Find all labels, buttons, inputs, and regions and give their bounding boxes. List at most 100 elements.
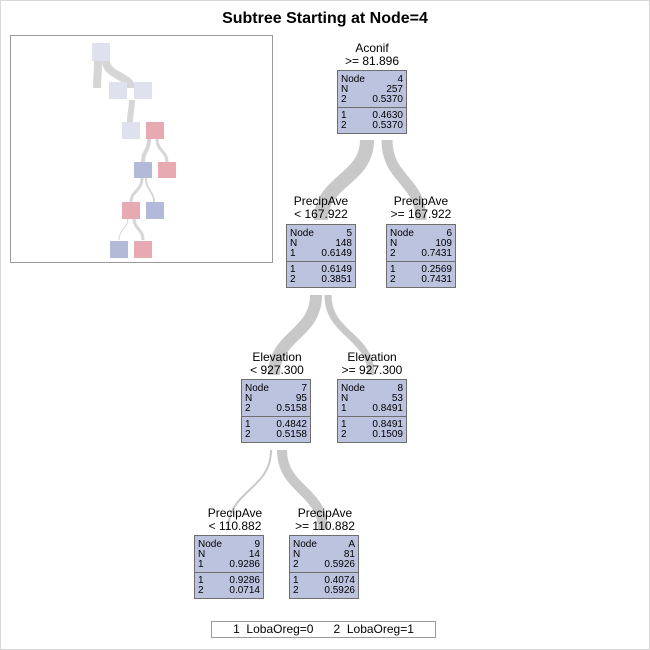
ov-link-7-9 — [118, 217, 129, 241]
p2-label: 2 — [245, 429, 251, 440]
link-5-8 — [324, 294, 375, 376]
node-divider — [195, 572, 263, 573]
node-9-split-label: PrecipAve < 110.882 — [155, 507, 315, 533]
ov-node-2 — [109, 82, 127, 99]
node-7-split-label: Elevation < 927.300 — [197, 351, 357, 377]
n-label: N — [293, 549, 301, 560]
n-label: N — [341, 393, 349, 404]
n-value: 81 — [343, 549, 355, 560]
node-label: Node — [290, 228, 314, 239]
pred-value: 0.7431 — [421, 248, 452, 259]
p2-value: 0.5158 — [276, 429, 307, 440]
node-8-split-label: Elevation >= 927.300 — [292, 351, 452, 377]
p1-value: 0.6149 — [321, 264, 352, 275]
node-divider — [338, 107, 406, 108]
link-7-9 — [227, 449, 272, 531]
node-divider — [387, 261, 455, 262]
pred-value: 0.6149 — [321, 248, 352, 259]
ov-link-5-7 — [129, 177, 144, 203]
node-id: A — [348, 539, 355, 550]
node-4-split-label: Aconif >= 81.896 — [292, 42, 452, 68]
legend-label-2: LobaOreg=1 — [346, 622, 414, 636]
legend-code-1: 1 — [233, 622, 240, 636]
node-id: 5 — [346, 228, 352, 239]
n-label: N — [390, 238, 398, 249]
p1-label: 1 — [198, 575, 204, 586]
node-label: Node — [341, 383, 365, 394]
p1-label: 1 — [341, 419, 347, 430]
p2-label: 2 — [198, 585, 204, 596]
node-id: 7 — [301, 383, 307, 394]
legend-label-1: LobaOreg=0 — [246, 622, 314, 636]
n-value: 148 — [335, 238, 352, 249]
p2-value: 0.7431 — [421, 274, 452, 285]
ov-node-7 — [122, 202, 140, 219]
node-id: 8 — [397, 383, 403, 394]
ov-link-2-3 — [127, 99, 135, 123]
node-5-split-cond: < 167.922 — [294, 207, 348, 221]
p2-label: 2 — [290, 274, 296, 285]
n-label: N — [198, 549, 206, 560]
page-title: Subtree Starting at Node=4 — [222, 10, 428, 27]
node-label: Node — [198, 539, 222, 550]
pred-value: 0.9286 — [229, 559, 260, 570]
ov-node-4 — [146, 122, 164, 139]
ov-node-A — [134, 241, 152, 258]
pred-value: 0.5370 — [372, 94, 403, 105]
p1-value: 0.4842 — [276, 419, 307, 430]
node-6-split-var: PrecipAve — [393, 194, 449, 208]
node-id: 9 — [254, 539, 260, 550]
node-6-split-cond: >= 167.922 — [390, 207, 452, 221]
p2-value: 0.1509 — [372, 429, 403, 440]
ov-link-root-r — [102, 60, 135, 90]
p2-value: 0.5370 — [372, 120, 403, 131]
node-divider — [287, 261, 355, 262]
p1-value: 0.4630 — [372, 110, 403, 121]
node-A-split-var: PrecipAve — [297, 506, 353, 520]
ov-link-root-l — [93, 60, 102, 89]
node-A-split-cond: >= 110.882 — [295, 519, 355, 533]
pred-value: 0.5158 — [276, 403, 307, 414]
node-7-split-var: Elevation — [252, 350, 302, 364]
p2-label: 2 — [341, 429, 347, 440]
link-5-7 — [268, 294, 322, 376]
p1-value: 0.8491 — [372, 419, 403, 430]
node-5-split-var: PrecipAve — [293, 194, 349, 208]
ov-node-6 — [158, 162, 176, 178]
node-divider — [338, 416, 406, 417]
node-A-split-label: PrecipAve >= 110.882 — [245, 507, 405, 533]
p1-label: 1 — [341, 110, 347, 121]
ov-link-7-A — [132, 217, 145, 241]
n-value: 109 — [435, 238, 452, 249]
ov-node-1 — [92, 43, 110, 61]
p2-label: 2 — [390, 274, 396, 285]
pred-class: 2 — [341, 94, 347, 105]
p1-value: 0.9286 — [229, 575, 260, 586]
tree-overview-panel[interactable] — [10, 35, 273, 263]
p1-label: 1 — [293, 575, 299, 586]
node-label: Node — [341, 74, 365, 85]
link-4-5 — [314, 139, 374, 221]
node-id: 4 — [397, 74, 403, 85]
n-value: 53 — [391, 393, 403, 404]
ov-node-3a — [122, 122, 140, 139]
pred-class: 2 — [245, 403, 251, 414]
pred-class: 2 — [390, 248, 396, 259]
ov-link-4-6 — [155, 138, 169, 163]
node-4-split-cond: >= 81.896 — [344, 54, 400, 68]
p1-value: 0.4074 — [324, 575, 355, 586]
node-9-split-cond: < 110.882 — [208, 519, 262, 533]
node-label: Node — [245, 383, 269, 394]
p2-label: 2 — [293, 585, 299, 596]
n-value: 257 — [386, 84, 403, 95]
n-label: N — [290, 238, 298, 249]
node-7-split-cond: < 927.300 — [250, 363, 304, 377]
